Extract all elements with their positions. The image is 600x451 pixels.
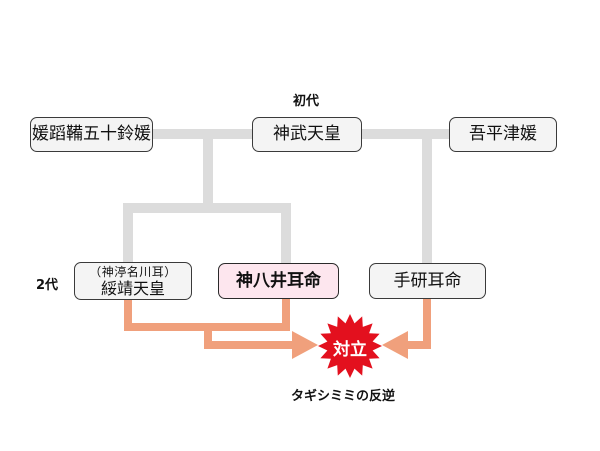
event-caption: タギシミミの反逆 xyxy=(291,389,396,404)
connector-lines xyxy=(123,129,462,268)
jimmu-box: 神武天皇 xyxy=(252,117,362,152)
kamuyaimimi-arrow-line xyxy=(208,296,290,331)
suizei-arrow-line xyxy=(124,296,300,349)
arrowhead-right-icon xyxy=(382,331,408,359)
arrowhead-left-icon xyxy=(292,331,318,359)
suizei-box: （神渟名川耳） 綏靖天皇 xyxy=(74,262,192,300)
kamuyaimimi-box: 神八井耳命 xyxy=(218,263,339,299)
himetatara-box: 媛蹈鞴五十鈴媛 xyxy=(30,117,153,152)
tagishimimi-box: 手研耳命 xyxy=(369,263,486,299)
tagishimimi-arrow-line xyxy=(400,296,431,349)
conflict-arrows xyxy=(124,296,431,349)
suizei-alias: （神渟名川耳） xyxy=(89,264,177,279)
conflict-burst-icon xyxy=(318,314,382,378)
generation1-label: 初代 xyxy=(293,94,320,109)
suizei-name: 綏靖天皇 xyxy=(100,278,165,298)
generation2-label: 2代 xyxy=(36,278,59,293)
burst-label: 対立 xyxy=(333,340,367,360)
ahira-tsuhime-box: 吾平津媛 xyxy=(449,117,557,152)
